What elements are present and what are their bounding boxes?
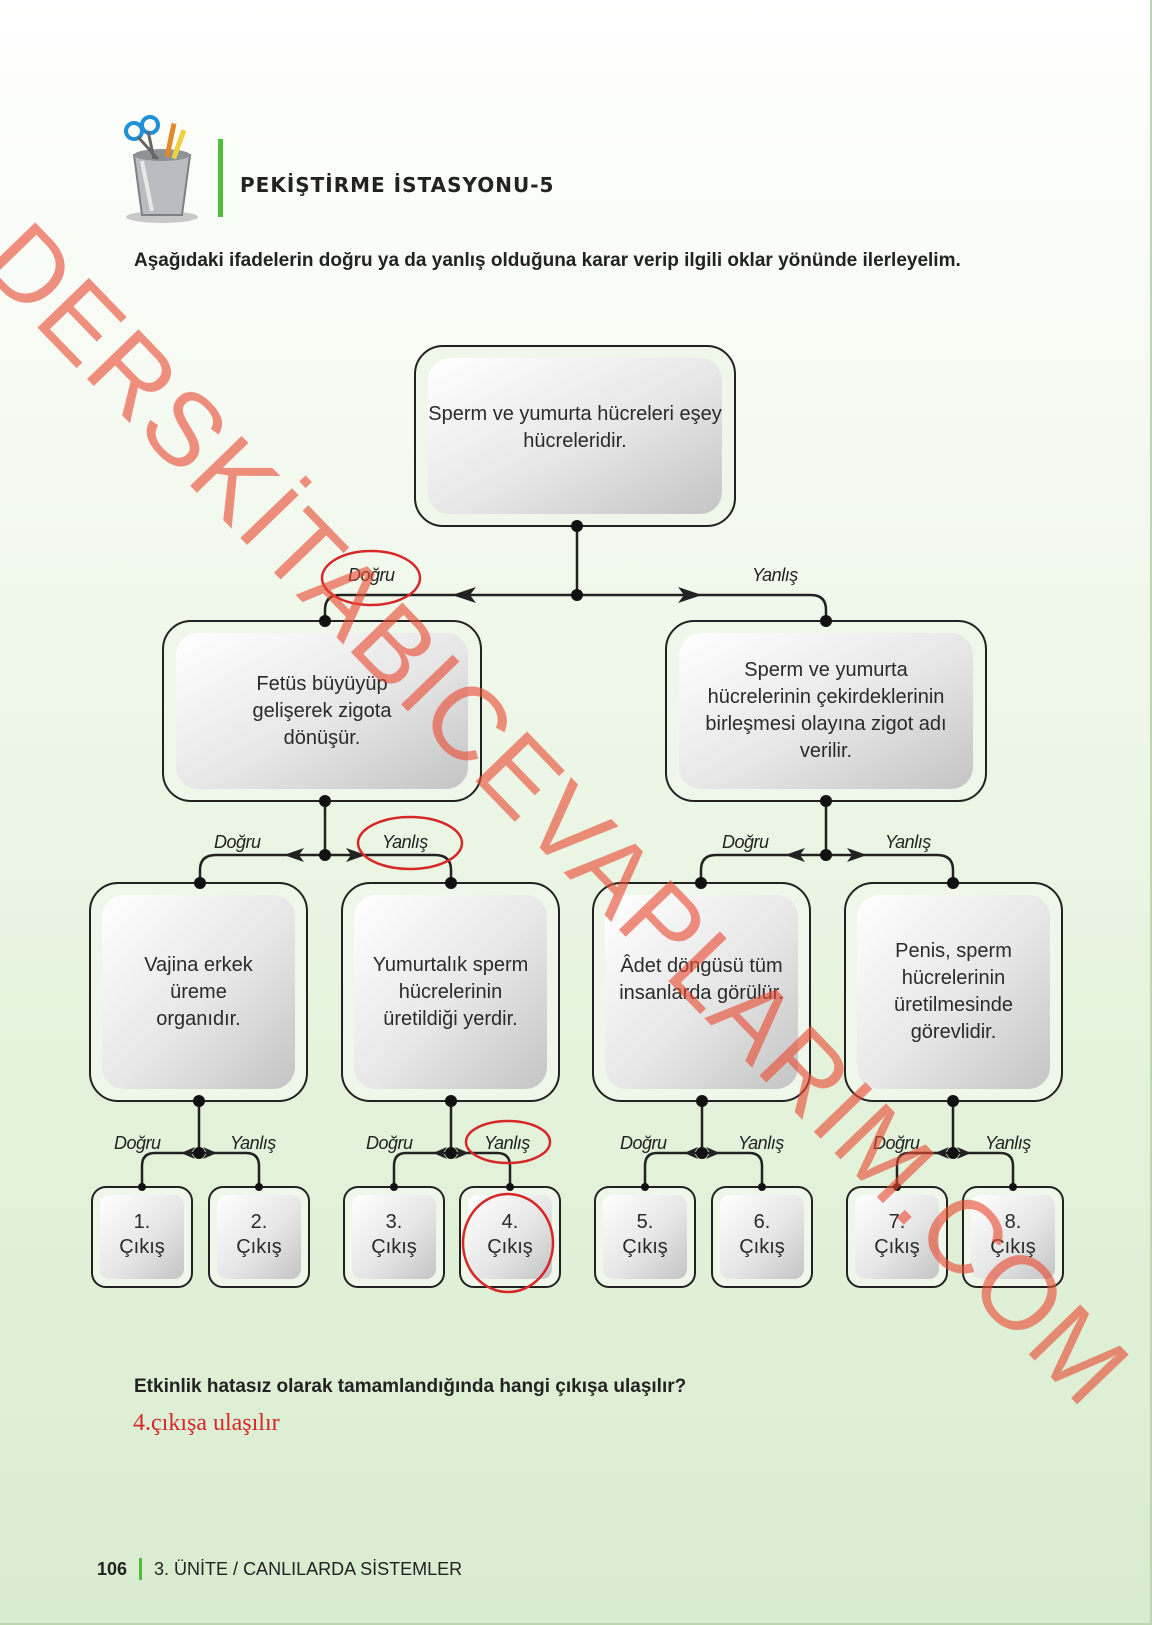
mark-circle-exit-4: [461, 1192, 555, 1294]
exit-box-6: [711, 1186, 813, 1288]
statement-l1-right: Sperm ve yumurta hücrelerinin çekirdekle…: [705, 659, 947, 762]
branch-label-true: Doğru: [114, 1133, 161, 1153]
exit-box-2: [208, 1186, 310, 1288]
statement-l2-4: Penis, sperm hücrelerinin üretilmesinde …: [894, 940, 1013, 1043]
branch-label-true: Doğru: [214, 832, 261, 852]
branch-label-true: Doğru: [348, 565, 395, 585]
branch-label-true: Doğru: [366, 1133, 413, 1153]
page-footer: 106 3. ÜNİTE / CANLILARDA SİSTEMLER: [97, 1558, 462, 1580]
branch-label-false: Yanlış: [985, 1133, 1031, 1153]
exit-box-7: [846, 1186, 948, 1288]
junction-dots: [138, 520, 1017, 1191]
pencil-cup-icon: [124, 115, 198, 223]
exit-box-8: [962, 1186, 1064, 1288]
exit-label-8: 8.Çıkış: [990, 1211, 1036, 1258]
exit-box-5: [594, 1186, 696, 1288]
branch-label-true: Doğru: [722, 832, 769, 852]
statement-box-l2-1: [89, 882, 308, 1102]
branch-label-true: Doğru: [620, 1133, 667, 1153]
mark-circle-yanlis-l1: [356, 815, 464, 871]
statement-l2-1: Vajina erkek üreme organıdır.: [144, 953, 253, 1030]
statement-l1-left: Fetüs büyüyüp gelişerek zigota dönüşür.: [252, 672, 392, 749]
unit-title: 3. ÜNİTE / CANLILARDA SİSTEMLER: [154, 1558, 463, 1579]
question-text: Etkinlik hatasız olarak tamamlandığında …: [134, 1376, 687, 1397]
statement-box-l1-right: [665, 620, 987, 802]
handwritten-answer: 4.çıkışa ulaşılır: [133, 1410, 280, 1436]
statement-root: Sperm ve yumurta hücreleri eşey hücreler…: [428, 403, 722, 452]
statement-l2-2: Yumurtalık sperm hücrelerinin üretildiği…: [372, 953, 529, 1030]
connector-lines: [140, 526, 1015, 1187]
exit-label-1: 1.Çıkış: [119, 1211, 165, 1258]
statement-box-l2-4: [844, 882, 1063, 1102]
exit-label-2: 2.Çıkış: [236, 1211, 282, 1258]
exit-label-5: 5.Çıkış: [622, 1211, 668, 1258]
branch-label-true: Doğru: [873, 1133, 920, 1153]
statement-l2-3: Âdet döngüsü tüm insanlarda görülür.: [619, 955, 784, 1004]
exit-box-4: [459, 1186, 561, 1288]
statement-box-l2-3: [592, 882, 811, 1102]
branch-label-false: Yanlış: [230, 1133, 276, 1153]
branch-label-false: Yanlış: [382, 832, 428, 852]
mark-circle-yanlis-l2: [464, 1119, 552, 1165]
page-number: 106: [97, 1558, 128, 1579]
instruction-text: Aşağıdaki ifadelerin doğru ya da yanlış …: [134, 250, 961, 271]
arrowheads: [181, 587, 971, 1159]
station-title: PEKİŞTİRME İSTASYONU-5: [240, 173, 555, 197]
exit-label-7: 7.Çıkış: [874, 1211, 920, 1258]
exit-box-1: [91, 1186, 193, 1288]
exit-label-6: 6.Çıkış: [739, 1211, 785, 1258]
exit-label-3: 3.Çıkış: [371, 1211, 417, 1258]
branch-label-false: Yanlış: [885, 832, 931, 852]
exit-box-3: [343, 1186, 445, 1288]
title-accent-bar: [218, 139, 223, 217]
statement-box-l1-left: [162, 620, 482, 802]
footer-separator: [139, 1558, 143, 1580]
branch-label-false: Yanlış: [484, 1133, 530, 1153]
mark-circle-dogru-root: [320, 549, 422, 607]
answer-marks: [320, 549, 555, 1294]
branch-label-false: Yanlış: [738, 1133, 784, 1153]
branch-label-false: Yanlış: [752, 565, 798, 585]
section-header: PEKİŞTİRME İSTASYONU-5: [120, 115, 820, 225]
exit-label-4: 4.Çıkış: [487, 1211, 533, 1258]
statement-box-root: [414, 345, 736, 527]
